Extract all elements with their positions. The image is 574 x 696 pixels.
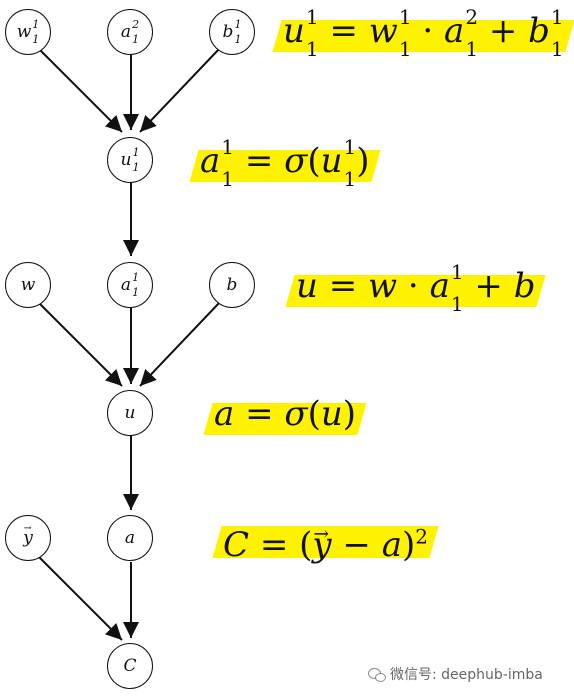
- equation-a: a = σ(u): [203, 393, 367, 435]
- eq1-t3: b: [528, 11, 550, 51]
- node-w11-base: w: [16, 22, 32, 42]
- eq5-t2: a: [381, 525, 402, 566]
- node-C-base: C: [123, 656, 137, 676]
- node-b11: b 1 1: [209, 9, 255, 55]
- eq1-t3-sup: 1: [550, 5, 564, 29]
- node-b11-base: b: [222, 22, 234, 42]
- eq4-fn: σ: [284, 394, 308, 434]
- eq4-close: ): [342, 394, 357, 434]
- eq1-t1-sub: 1: [398, 37, 412, 61]
- edge-b11-u11: [139, 47, 221, 133]
- node-a21-base: a: [120, 22, 132, 42]
- node-a: a: [107, 515, 153, 561]
- eq3-plus: +: [463, 266, 514, 306]
- eq1-t1-sup: 1: [398, 5, 412, 29]
- node-b11-sub: 1: [234, 33, 242, 46]
- eq5-lhs: C: [223, 525, 250, 566]
- eq1-lhs-sup: 1: [305, 5, 319, 29]
- node-C: C: [107, 643, 153, 689]
- wechat-icon: [368, 667, 386, 682]
- eq2-open: (: [307, 141, 321, 181]
- eq1-dot: ·: [411, 11, 445, 51]
- computation-graph-figure: w 1 1 a 2 1 b 1 1 u 1 1 w a 1 1 b u y a C: [0, 0, 560, 696]
- eq3-lhs: u: [296, 266, 318, 306]
- eq2-lhs-sup: 1: [221, 135, 235, 159]
- eq2-close: ): [356, 141, 370, 181]
- eq5-minus: −: [331, 525, 382, 566]
- eq4-lhs: a: [214, 394, 235, 434]
- node-b: b: [209, 262, 255, 308]
- watermark-text: 微信号: deephub-imba: [390, 667, 543, 683]
- eq1-op: =: [318, 11, 369, 51]
- eq4-open: (: [307, 394, 321, 434]
- node-u11-base: u: [120, 150, 132, 170]
- edges-layer: [37, 47, 221, 641]
- eq3-t2-sub: 1: [450, 292, 464, 316]
- eq1-t1: w: [368, 11, 398, 51]
- eq1-t2-sub: 1: [465, 37, 479, 61]
- eq1-plus: +: [478, 11, 529, 51]
- eq1-lhs: u: [283, 11, 305, 51]
- eq3-dot: ·: [397, 266, 430, 306]
- node-u11-sup: 1: [132, 146, 140, 159]
- node-a21-sup: 2: [132, 18, 140, 31]
- eq4-op: =: [234, 394, 285, 434]
- node-w11: w 1 1: [5, 9, 51, 55]
- eq3-t2-sup: 1: [450, 260, 464, 284]
- equation-C: C = (y − a)2: [212, 514, 439, 565]
- edge-y-C: [37, 555, 123, 641]
- eq2-arg-sub: 1: [343, 167, 357, 191]
- node-w-base: w: [20, 275, 36, 295]
- node-a11: a 1 1: [107, 262, 153, 308]
- node-a21: a 2 1: [107, 9, 153, 55]
- node-u-base: u: [124, 403, 136, 423]
- eq3-op: =: [317, 266, 369, 306]
- eq5-op: =: [249, 525, 300, 566]
- eq5-exp: 2: [415, 525, 428, 549]
- node-u11-sub: 1: [132, 161, 140, 174]
- node-w11-sub: 1: [32, 33, 40, 46]
- edge-w11-u11: [37, 47, 123, 133]
- node-a21-sub: 1: [132, 33, 140, 46]
- eq1-t2-sup: 2: [465, 5, 479, 29]
- eq1-lhs-sub: 1: [305, 37, 319, 61]
- eq5-close: ): [402, 525, 416, 566]
- eq2-fn: σ: [284, 141, 308, 181]
- eq1-t2: a: [444, 11, 465, 51]
- eq2-lhs: a: [200, 141, 221, 181]
- eq1-t3-sub: 1: [550, 37, 564, 61]
- node-u: u: [107, 390, 153, 436]
- eq2-lhs-sub: 1: [221, 167, 235, 191]
- eq5-t1: y: [312, 514, 331, 566]
- eq3-t3: b: [513, 266, 536, 306]
- node-w11-sup: 1: [32, 18, 40, 31]
- node-y: y: [5, 515, 51, 561]
- eq2-op: =: [234, 141, 285, 181]
- eq5-open: (: [299, 525, 313, 566]
- eq4-arg: u: [320, 394, 343, 434]
- edge-b-u: [139, 301, 221, 387]
- node-w: w: [5, 262, 51, 308]
- node-a11-sup: 1: [132, 271, 140, 284]
- node-u11: u 1 1: [107, 137, 153, 183]
- node-y-base: y: [23, 523, 33, 548]
- node-a-base: a: [124, 528, 136, 548]
- eq2-arg: u: [320, 141, 343, 181]
- node-a11-sub: 1: [132, 286, 140, 299]
- edge-w-u: [37, 301, 123, 387]
- eq2-arg-sup: 1: [343, 135, 357, 159]
- node-b11-sup: 1: [234, 18, 242, 31]
- node-b-base: b: [226, 275, 238, 295]
- node-a11-base: a: [120, 275, 132, 295]
- eq3-t2: a: [429, 266, 450, 306]
- watermark: 微信号: deephub-imba: [368, 664, 543, 684]
- eq3-t1: w: [368, 266, 398, 306]
